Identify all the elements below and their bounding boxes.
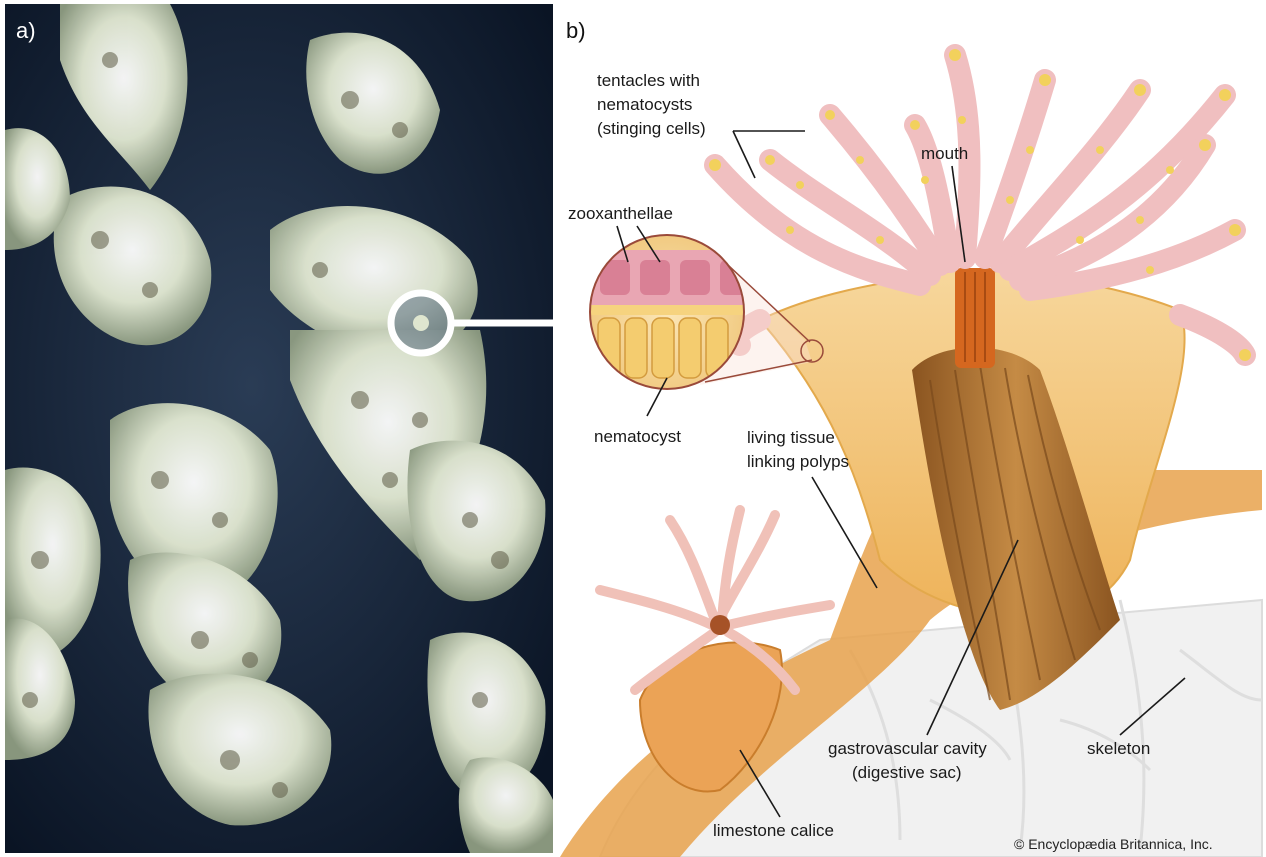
panel-a-letter: a) xyxy=(16,18,36,43)
small-polyp-mouth xyxy=(710,615,730,635)
label-zooxanthellae: zooxanthellae xyxy=(568,204,673,223)
label-living-tissue: living tissue linking polyps xyxy=(747,428,849,471)
label-skeleton: skeleton xyxy=(1087,739,1150,758)
label-nematocyst: nematocyst xyxy=(594,427,681,446)
coral-photo xyxy=(5,4,553,853)
panel-b-letter: b) xyxy=(566,18,586,43)
label-tentacles: tentacles with nematocysts (stinging cel… xyxy=(597,71,706,138)
label-mouth: mouth xyxy=(921,144,968,163)
copyright-credit: © Encyclopædia Britannica, Inc. xyxy=(1014,836,1213,852)
label-limestone-calice: limestone calice xyxy=(713,821,834,840)
polyp-illustration xyxy=(560,49,1262,857)
